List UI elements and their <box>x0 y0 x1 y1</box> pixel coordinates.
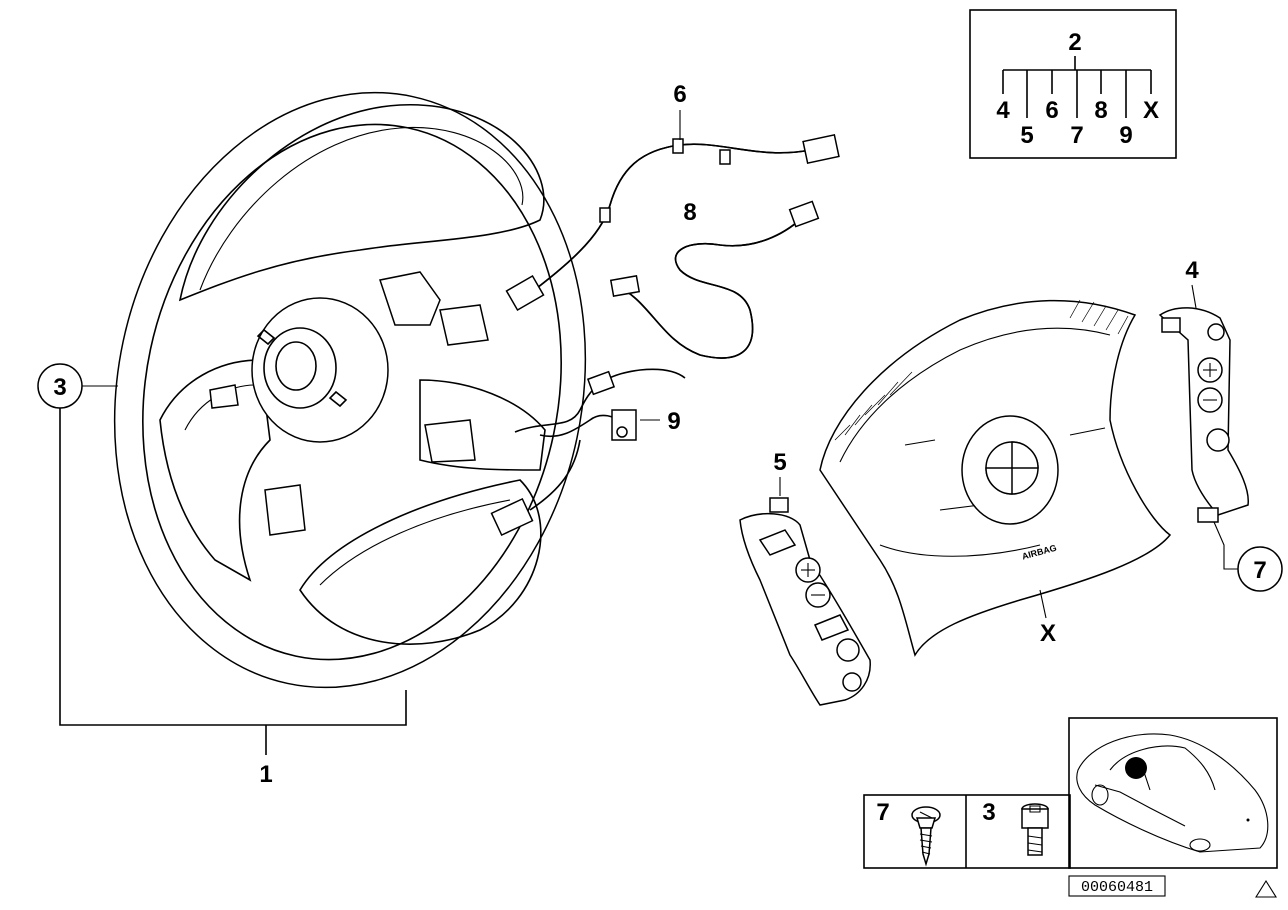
callout-leader <box>1213 521 1238 570</box>
screw-icon <box>911 806 941 867</box>
callout-switch-left[interactable]: 5 <box>773 449 786 476</box>
airbag-hatching <box>834 299 1129 441</box>
callout-bolt[interactable]: 3 <box>37 363 83 409</box>
callout-leader <box>1039 589 1047 619</box>
callout-harness-6[interactable]: 6 <box>673 81 686 108</box>
svg-text:4: 4 <box>996 97 1010 124</box>
wiring-harness-6[interactable] <box>505 134 840 312</box>
vehicle-locator-thumbnail <box>1068 717 1278 869</box>
callout-harness-8[interactable]: 8 <box>683 199 696 226</box>
location-marker-icon <box>1125 757 1147 779</box>
diagram-code: 00060481 <box>1068 875 1166 897</box>
fastener-screw-label: 7 <box>876 799 889 826</box>
svg-text:5: 5 <box>1020 122 1033 149</box>
svg-text:7: 7 <box>1253 557 1266 584</box>
airbag-module[interactable]: AIRBAG <box>819 299 1172 657</box>
svg-text:3: 3 <box>53 374 66 401</box>
steering-wheel[interactable] <box>61 48 640 731</box>
svg-text:00060481: 00060481 <box>1081 879 1153 896</box>
wiring-harness-9[interactable] <box>490 368 686 537</box>
warning-triangle-icon <box>1255 879 1277 898</box>
callout-screw[interactable]: 7 <box>1237 546 1283 592</box>
callout-airbag[interactable]: X <box>1040 620 1056 647</box>
legend-top: 2 <box>1068 29 1081 56</box>
callout-switch-right[interactable]: 4 <box>1185 257 1199 284</box>
left-switch-cluster[interactable] <box>739 497 871 706</box>
callout-harness-9[interactable]: 9 <box>667 408 680 435</box>
svg-text:8: 8 <box>1094 97 1107 124</box>
fastener-bolt-label: 3 <box>982 799 995 826</box>
wiring-harness-8[interactable] <box>609 200 820 359</box>
bracket-line <box>59 408 407 726</box>
bolt-icon <box>1021 803 1049 856</box>
legend-box: 2 4 6 8 X 5 7 9 <box>969 9 1177 159</box>
svg-text:9: 9 <box>1119 122 1132 149</box>
fastener-table: 7 3 <box>863 794 1071 869</box>
callout-wheel[interactable]: 1 <box>259 761 272 788</box>
right-switch-cluster[interactable] <box>1158 307 1249 523</box>
svg-text:6: 6 <box>1045 97 1058 124</box>
svg-text:7: 7 <box>1070 122 1083 149</box>
callout-leader <box>1191 284 1197 309</box>
svg-text:X: X <box>1143 97 1159 124</box>
